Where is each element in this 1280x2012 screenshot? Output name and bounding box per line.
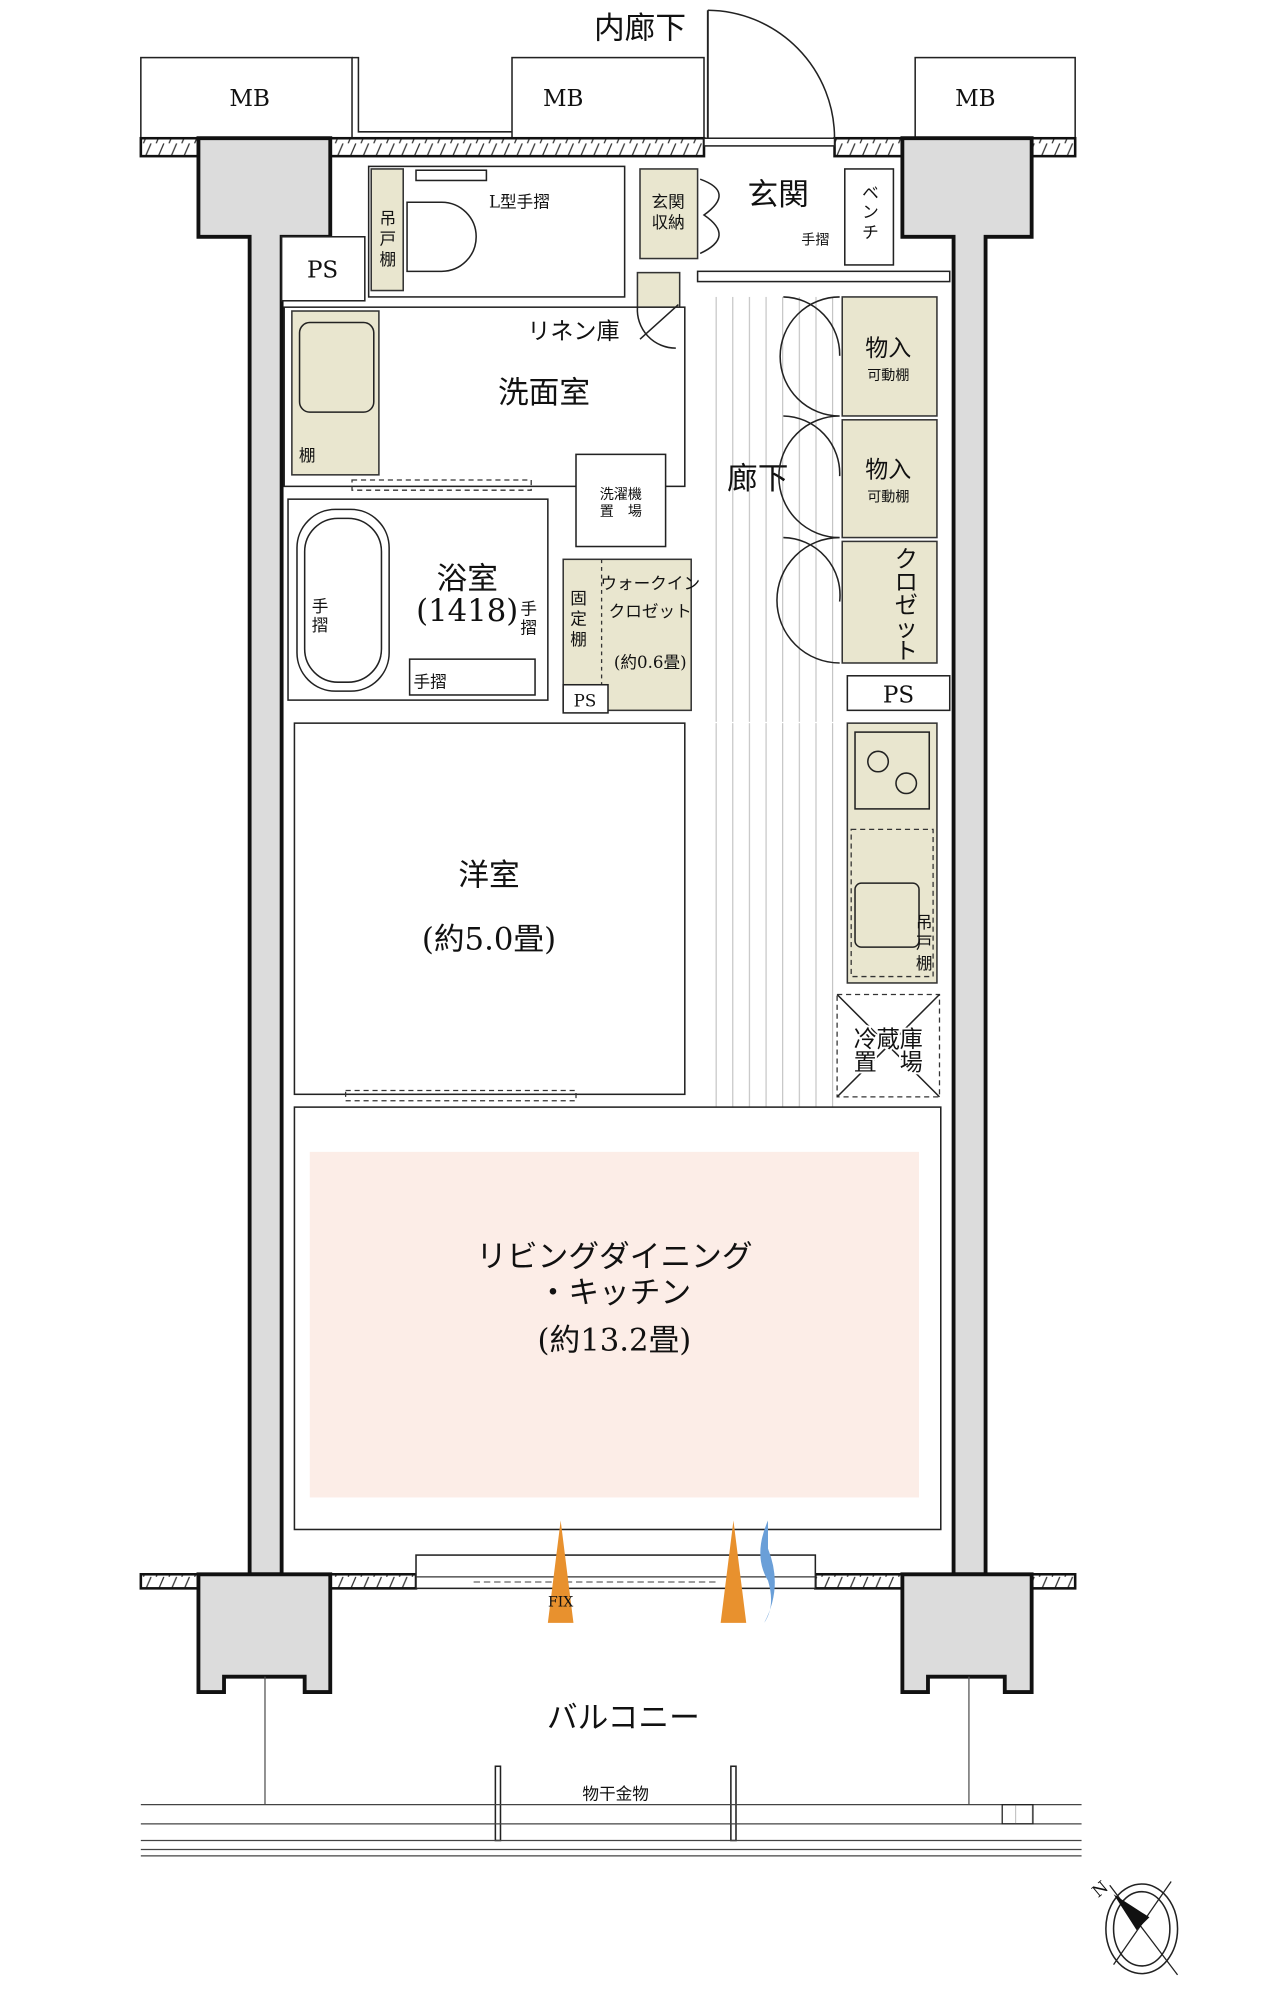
- svg-text:収納: 収納: [652, 213, 685, 232]
- svg-text:棚: 棚: [380, 250, 397, 269]
- wind-arrow-icon: [760, 1520, 775, 1623]
- hallway-closets[interactable]: 物入 可動棚 物入 可動棚 ク ロ ゼ ッ ト: [776, 296, 938, 665]
- svg-text:クロゼット: クロゼット: [609, 602, 692, 621]
- svg-text:ト: ト: [895, 639, 918, 665]
- balcony-label: バルコニー: [547, 1700, 700, 1736]
- l-handrail-label: L型手摺: [489, 192, 550, 211]
- washroom: 棚 リネン庫 洗面室 洗濯機 置 場: [283, 304, 686, 548]
- svg-text:チ: チ: [862, 223, 879, 242]
- svg-text:摺: 摺: [520, 619, 537, 638]
- washer-space: [575, 453, 667, 548]
- ldk-label: ・キッチン: [538, 1275, 692, 1311]
- svg-text:手: 手: [520, 599, 537, 618]
- light-arrow-icon: [547, 1520, 574, 1623]
- western-room-floor: [293, 722, 686, 1096]
- toilet-room: L型手摺 吊 戸 棚: [367, 165, 626, 298]
- svg-text:ロ: ロ: [895, 570, 918, 596]
- svg-text:PS: PS: [574, 692, 597, 711]
- svg-text:ク: ク: [895, 547, 918, 573]
- mb-label: MB: [229, 86, 269, 112]
- fix-label: FIX: [548, 1594, 573, 1610]
- svg-text:手摺: 手摺: [413, 672, 446, 691]
- mb-label: MB: [543, 86, 583, 112]
- toilet-icon: [406, 201, 477, 273]
- linen-label: リネン庫: [527, 319, 619, 345]
- inner-corridor-label: 内廊下: [594, 10, 686, 46]
- entrance-door[interactable]: [703, 9, 836, 147]
- svg-text:置 場: 置 場: [600, 504, 642, 520]
- sink-icon: [298, 321, 375, 413]
- ldk-size: (約13.2畳): [538, 1322, 692, 1358]
- kitchen: 吊 戸 棚 冷蔵庫 置 場: [836, 722, 941, 1098]
- svg-text:手: 手: [312, 597, 329, 616]
- balcony-railing: [140, 1676, 1082, 1857]
- hallway-floor: [701, 296, 840, 722]
- svg-text:浴室: 浴室: [437, 561, 498, 597]
- svg-text:棚: 棚: [570, 630, 587, 649]
- svg-text:洗濯機: 洗濯機: [600, 487, 642, 503]
- kitchen-sink-icon: [854, 882, 920, 948]
- laundry-hanger-label: 物干金物: [582, 1785, 649, 1804]
- north-compass-icon: N: [1089, 1877, 1179, 1976]
- svg-text:ゼ: ゼ: [895, 593, 918, 619]
- balcony-window[interactable]: [415, 1554, 817, 1590]
- western-room-size: (約5.0畳): [422, 922, 556, 958]
- hallway-floor: [701, 723, 840, 1108]
- svg-text:可動棚: 可動棚: [867, 368, 909, 384]
- ldk-label: リビングダイニング: [476, 1239, 752, 1275]
- svg-text:ッ: ッ: [895, 616, 918, 642]
- ps-label: PS: [883, 683, 914, 709]
- handrail-label: 手摺: [801, 232, 829, 248]
- ldk-highlight: [309, 1151, 920, 1498]
- linen-door: [636, 304, 679, 349]
- walk-in-closet: 固 定 棚 ウォークイン クロゼット (約0.6畳) PS: [562, 558, 700, 714]
- western-room-label: 洋室: [458, 858, 519, 894]
- ps-shaft: [280, 236, 366, 302]
- ps-label: PS: [307, 258, 338, 284]
- left-bottom-column: [196, 1572, 333, 1694]
- svg-text:(約0.6畳): (約0.6畳): [614, 653, 687, 672]
- entrance-label: 玄関: [748, 177, 809, 213]
- svg-text:置 場: 置 場: [854, 1050, 923, 1076]
- light-arrow-icon: [720, 1520, 747, 1623]
- svg-text:物入: 物入: [865, 336, 911, 362]
- svg-text:吊: 吊: [380, 209, 397, 228]
- svg-text:定: 定: [570, 610, 587, 629]
- svg-text:ベ: ベ: [862, 183, 879, 202]
- svg-text:戸: 戸: [380, 229, 397, 248]
- svg-text:ン: ン: [862, 203, 879, 222]
- meter-boxes: MB MB MB: [140, 56, 1076, 139]
- right-bottom-column: [900, 1572, 1034, 1694]
- svg-text:戸: 戸: [916, 933, 933, 952]
- ldk-floor: [293, 1106, 942, 1531]
- svg-text:N: N: [1089, 1877, 1112, 1901]
- svg-text:固: 固: [570, 589, 587, 608]
- svg-text:吊: 吊: [916, 913, 933, 932]
- svg-text:(1418): (1418): [416, 593, 518, 629]
- entrance-area: 玄関 収納 玄関 ベ ン チ 手摺: [636, 168, 951, 310]
- western-room-sliding-door[interactable]: [344, 1089, 577, 1102]
- svg-text:棚: 棚: [916, 954, 933, 973]
- svg-text:冷蔵庫: 冷蔵庫: [854, 1027, 923, 1053]
- svg-text:ウォークイン: ウォークイン: [600, 574, 700, 593]
- svg-text:棚: 棚: [299, 446, 316, 465]
- svg-text:可動棚: 可動棚: [867, 490, 909, 506]
- bathroom: 浴室 (1418) 手 摺 手 摺 手摺: [287, 498, 549, 701]
- svg-text:物入: 物入: [865, 457, 911, 483]
- washroom-label: 洗面室: [498, 375, 590, 411]
- svg-text:玄関: 玄関: [652, 192, 685, 211]
- mb-label: MB: [955, 86, 995, 112]
- stove-icon: [854, 731, 931, 810]
- svg-text:摺: 摺: [312, 616, 329, 635]
- bathtub-icon: [296, 508, 390, 692]
